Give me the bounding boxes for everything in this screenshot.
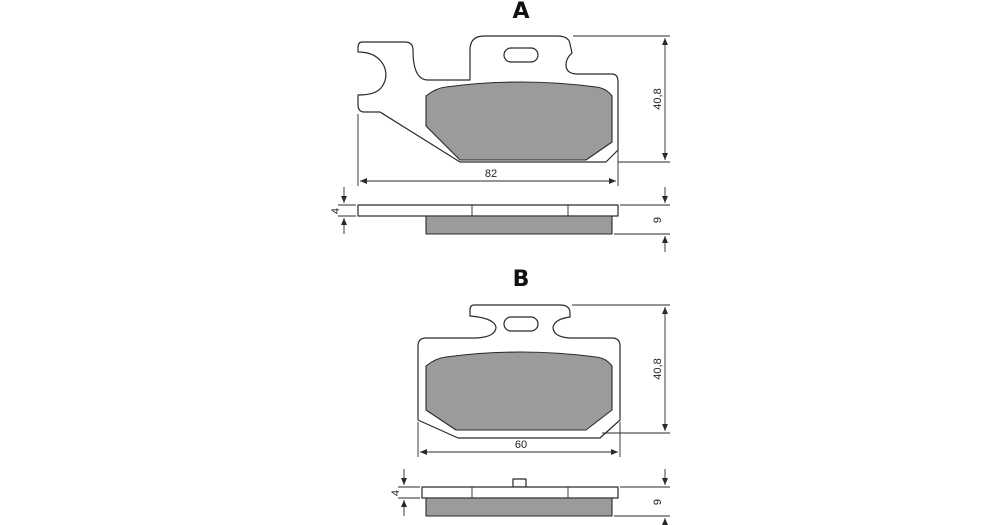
figure-b-label: B <box>513 267 530 292</box>
figure-b-side-friction <box>425 497 613 517</box>
figure-b-thickness-value: 9 <box>652 499 664 505</box>
figure-b: B 40,8 60 4 9 <box>390 267 670 525</box>
figure-a-backplate-value: 4 <box>330 208 342 214</box>
figure-b-backplate-value: 4 <box>390 490 402 496</box>
figure-a-height-value: 40,8 <box>652 88 664 109</box>
figure-a-friction-pad <box>425 81 613 161</box>
figure-a: A 40,8 82 4 9 <box>330 0 670 252</box>
figure-a-width-value: 82 <box>485 168 497 180</box>
figure-b-side-tab <box>512 478 527 488</box>
figure-a-mounting-slot <box>503 47 539 63</box>
figure-b-mounting-slot <box>503 316 539 332</box>
figure-b-friction-pad <box>425 351 613 431</box>
figure-a-side-backplate <box>357 204 619 217</box>
figure-b-side-backplate <box>421 486 619 499</box>
figure-a-label: A <box>512 0 529 24</box>
figure-b-width-value: 60 <box>515 439 527 451</box>
figure-a-side-friction <box>425 215 613 235</box>
figure-b-height-value: 40,8 <box>652 358 664 379</box>
figure-a-thickness-value: 9 <box>652 217 664 223</box>
